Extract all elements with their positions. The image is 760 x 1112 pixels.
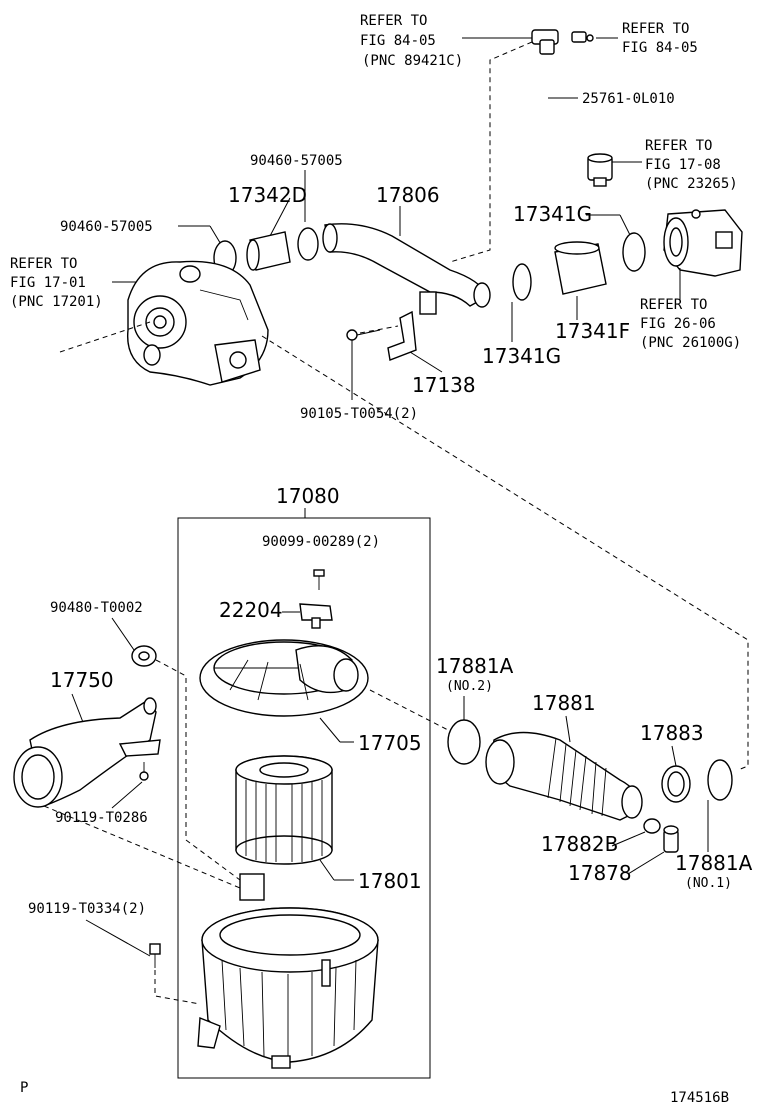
label-17341G-bot: 17341G	[482, 344, 561, 368]
label-refer-17-01-line2: FIG 17-01	[10, 275, 86, 291]
hose-nipple-icon	[663, 825, 679, 853]
label-22204: 22204	[219, 598, 283, 622]
label-17881A-bot: 17881A	[675, 851, 753, 875]
label-refer-17-08-line2: FIG 17-08	[645, 157, 721, 173]
assembly-box	[177, 517, 431, 1079]
label-90119-t0286: 90119-T0286	[55, 810, 148, 826]
label-refer-26-06-line3: (PNC 26100G)	[640, 335, 741, 351]
label-90460-top: 90460-57005	[250, 153, 343, 169]
label-90460-left: 90460-57005	[60, 219, 153, 235]
vacuum-hose-icon	[541, 58, 593, 162]
label-17138: 17138	[412, 373, 476, 397]
label-17881A-top: 17881A	[436, 654, 514, 678]
label-refer-84-05-b-line2: FIG 84-05	[622, 40, 698, 56]
hose-clamp-icon	[622, 232, 646, 272]
air-filter-element-icon	[235, 755, 333, 865]
vacuum-sensor-icon	[531, 29, 594, 55]
label-17341G-top: 17341G	[513, 202, 592, 226]
label-17806: 17806	[376, 183, 440, 207]
label-refer-84-05-b-line1: REFER TO	[622, 21, 689, 37]
label-refer-17-08-line1: REFER TO	[645, 138, 712, 154]
label-90105: 90105-T0054(2)	[300, 406, 418, 422]
label-17881: 17881	[532, 691, 596, 715]
label-refer-26-06-line2: FIG 26-06	[640, 316, 716, 332]
label-17883: 17883	[640, 721, 704, 745]
air-pipe-icon	[322, 223, 491, 315]
grommet-icon	[131, 645, 157, 667]
label-17750: 17750	[50, 668, 114, 692]
air-cleaner-cap-icon	[199, 639, 369, 717]
label-refer-17-01-line1: REFER TO	[10, 256, 77, 272]
hose-clamp-icon	[447, 719, 481, 765]
hose-clamp-icon	[512, 263, 532, 301]
label-17342D: 17342D	[228, 183, 307, 207]
label-25761: 25761-0L010	[582, 91, 675, 107]
vsv-valve-icon	[587, 153, 613, 187]
label-refer-17-08-line3: (PNC 23265)	[645, 176, 738, 192]
air-cleaner-case-icon	[197, 873, 379, 1069]
corner-letter: P	[20, 1080, 28, 1096]
hose-clamp-icon	[297, 227, 319, 261]
bolt-icon	[346, 329, 381, 341]
label-refer-84-05-a-line1: REFER TO	[360, 13, 427, 29]
label-90099: 90099-00289(2)	[262, 534, 380, 550]
o-ring-icon	[643, 818, 661, 834]
rubber-hose-icon	[246, 231, 291, 271]
intake-hose-icon	[485, 731, 643, 821]
label-17080: 17080	[276, 484, 340, 508]
airflow-meter-icon	[299, 603, 333, 629]
turbocharger-icon	[126, 260, 269, 386]
label-17878: 17878	[568, 861, 632, 885]
intake-duct-icon	[13, 697, 161, 808]
hose-clamp-icon	[707, 759, 733, 801]
throttle-body-icon	[663, 209, 743, 277]
label-17341F: 17341F	[555, 319, 630, 343]
label-90480: 90480-T0002	[50, 600, 143, 616]
label-17881A-bot-note: (NO.1)	[685, 876, 732, 891]
label-17882B: 17882B	[541, 832, 618, 856]
label-refer-84-05-a-line3: (PNC 89421C)	[362, 53, 463, 69]
label-90119-t0334: 90119-T0334(2)	[28, 901, 146, 917]
label-17801: 17801	[358, 869, 422, 893]
screw-icon	[313, 569, 325, 590]
rubber-hose-icon	[554, 241, 607, 295]
figure-id: 174516B	[670, 1090, 729, 1106]
label-refer-84-05-a-line2: FIG 84-05	[360, 33, 436, 49]
label-refer-17-01-line3: (PNC 17201)	[10, 294, 103, 310]
bracket-icon	[387, 310, 417, 361]
bolt-icon	[149, 943, 161, 968]
label-refer-26-06-line1: REFER TO	[640, 297, 707, 313]
label-17705: 17705	[358, 731, 422, 755]
label-17881A-top-note: (NO.2)	[446, 679, 493, 694]
hose-adapter-icon	[661, 765, 691, 803]
bolt-icon	[139, 762, 149, 781]
